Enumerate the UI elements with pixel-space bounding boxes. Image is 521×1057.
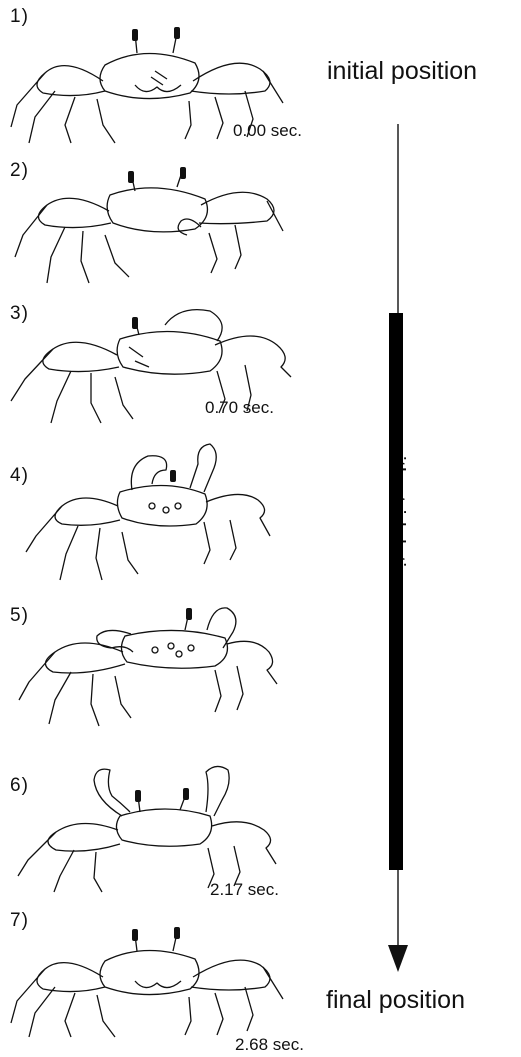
eyestalk-left	[128, 171, 134, 183]
eyestalk	[170, 470, 176, 482]
crab-drawing-1	[5, 25, 285, 145]
eyestalk-left	[135, 790, 141, 802]
arrow-head	[388, 945, 408, 972]
eyestalk-right	[180, 167, 186, 179]
crab-drawing-3	[5, 305, 295, 430]
eyestalk-left	[132, 29, 138, 41]
crab-drawing-4	[20, 440, 280, 590]
eyestalk-right	[174, 27, 180, 39]
eyestalk-right	[183, 788, 189, 800]
stridulation-bar	[389, 313, 403, 870]
crab-drawing-2	[5, 165, 285, 290]
eyestalk-right	[174, 927, 180, 939]
eyestalk	[186, 608, 192, 620]
crab-drawing-7	[5, 925, 285, 1040]
crab-drawing-6	[10, 760, 285, 895]
eyestalk-left	[132, 317, 138, 329]
eyestalk-left	[132, 929, 138, 941]
crab-drawing-5	[15, 600, 285, 735]
